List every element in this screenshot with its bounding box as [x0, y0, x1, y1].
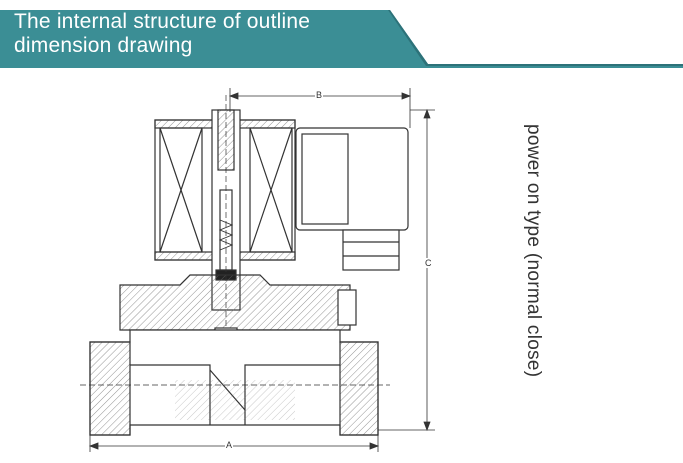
header-title-line-2: dimension drawing [14, 34, 193, 57]
side-label-text: power on type (normal close) [523, 124, 544, 378]
solenoid-valve-drawing [80, 88, 435, 452]
dimension-label-a: A [225, 440, 234, 450]
header-title-line-1: The internal structure of outline [14, 10, 311, 33]
header-title: The internal structure of outline dimens… [14, 10, 310, 58]
connector-box [295, 127, 409, 271]
header-banner [0, 10, 683, 68]
dimension-label-c: C [424, 258, 433, 268]
valve-body [80, 329, 390, 436]
section-header: The internal structure of outline dimens… [0, 0, 683, 72]
dimension-label-b: B [315, 90, 324, 100]
side-label: power on type (normal close) [520, 124, 544, 424]
valve-bonnet [119, 274, 357, 331]
